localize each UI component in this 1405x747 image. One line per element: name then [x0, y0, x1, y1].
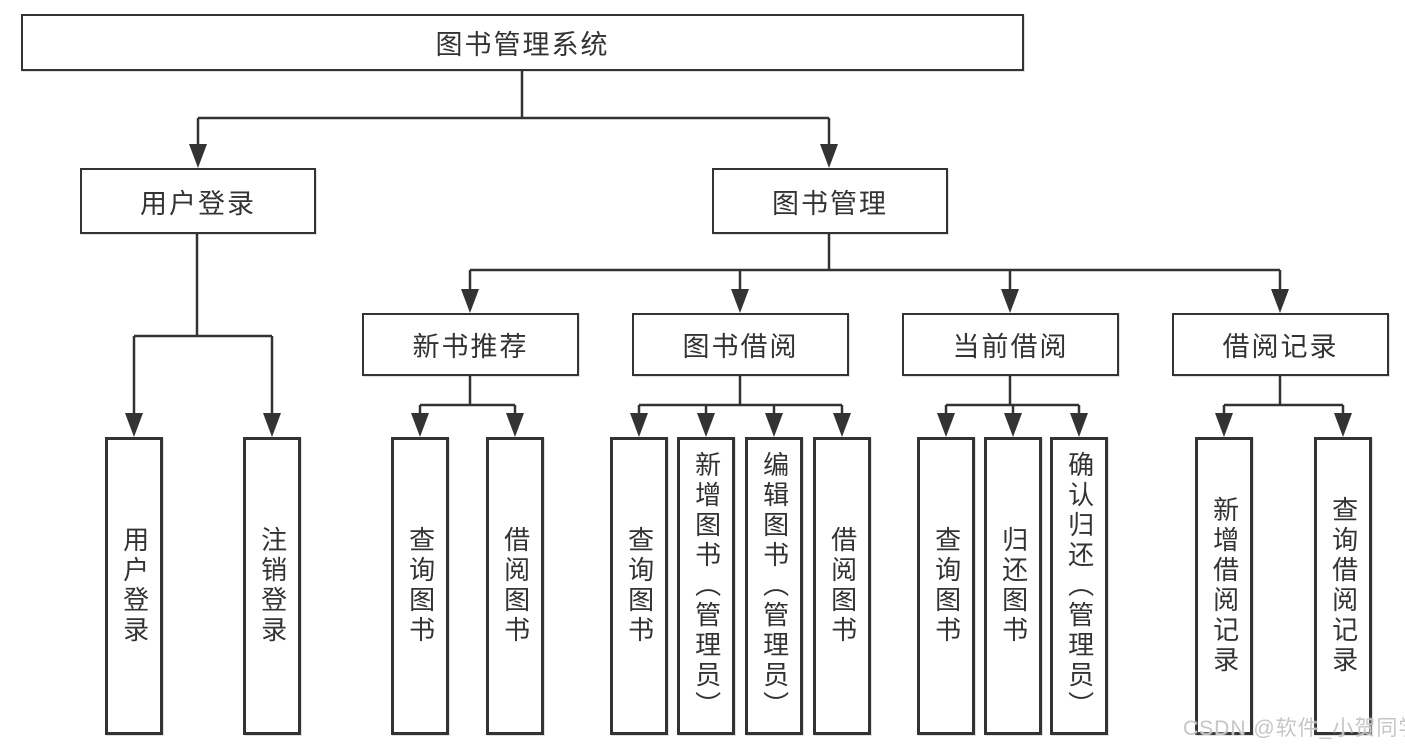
node-borrow-records: 借阅记录 [1172, 313, 1389, 376]
leaf-current-query: 查询图书 [917, 437, 975, 735]
leaf-borrow-add-admin: 新增图书（管理员） [677, 437, 735, 735]
leaf-records-add: 新增借阅记录 [1195, 437, 1253, 735]
leaf-logout: 注销登录 [243, 437, 301, 735]
arrowheads [125, 144, 1352, 437]
leaf-borrow-query: 查询图书 [610, 437, 668, 735]
leaf-current-confirm-return-admin: 确认归还（管理员） [1050, 437, 1108, 735]
leaf-borrow-borrow: 借阅图书 [813, 437, 871, 735]
leaf-current-return: 归还图书 [984, 437, 1042, 735]
leaf-newbooks-query: 查询图书 [391, 437, 449, 735]
node-root: 图书管理系统 [21, 14, 1024, 71]
leaf-newbooks-borrow: 借阅图书 [486, 437, 544, 735]
leaf-user-login: 用户登录 [105, 437, 163, 735]
node-user-login: 用户登录 [80, 168, 316, 234]
leaf-borrow-edit-admin: 编辑图书（管理员） [745, 437, 803, 735]
csdn-watermark: CSDN @软件_小贺同学 [1183, 717, 1405, 740]
leaf-records-query: 查询借阅记录 [1314, 437, 1372, 735]
node-current-borrow: 当前借阅 [902, 313, 1119, 376]
node-book-borrow: 图书借阅 [632, 313, 849, 376]
node-book-management: 图书管理 [712, 168, 948, 234]
node-new-book-recommend: 新书推荐 [362, 313, 579, 376]
